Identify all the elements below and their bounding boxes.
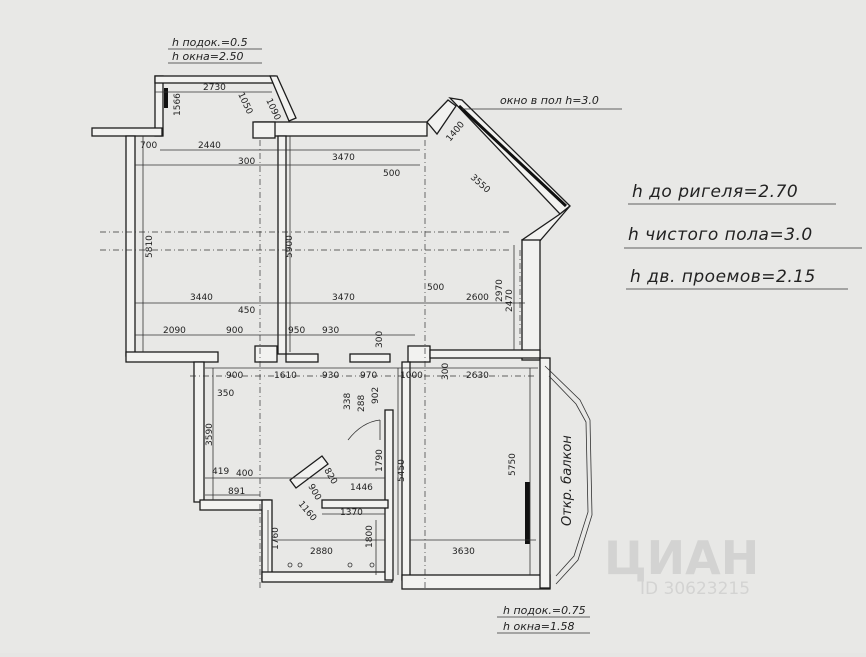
wall	[193, 361, 205, 503]
wall	[321, 499, 389, 509]
dimension-label: 5900	[285, 235, 295, 258]
wall	[426, 99, 457, 136]
dimension-label: 891	[228, 487, 245, 497]
wall	[384, 409, 394, 581]
dimension-label: 2600	[466, 293, 489, 303]
dimension-label: 900	[226, 326, 243, 336]
balcony-label: Откр. балкон	[560, 435, 575, 526]
wall	[401, 574, 551, 590]
dimension-label: 950	[288, 326, 305, 336]
dimension-label: 1370	[340, 508, 363, 518]
fixtures	[287, 562, 375, 568]
wall	[261, 571, 393, 583]
top-annotation: h подок.=0.5 h окна=2.50	[168, 36, 262, 64]
dimension-label: 1800	[365, 525, 375, 548]
door-height-note: h дв. проемов=2.15	[630, 267, 816, 287]
walls	[91, 75, 571, 590]
dimension-label: 500	[427, 283, 444, 293]
dimension-label: 2630	[466, 371, 489, 381]
dimension-label: 2970	[495, 279, 505, 302]
dimension-label: 2730	[203, 83, 226, 93]
dimension-label: 1760	[271, 527, 281, 550]
wall	[254, 345, 278, 363]
watermark-id: ID 30623215	[640, 579, 750, 599]
balcony-outline	[544, 365, 593, 585]
dimension-label: 2880	[310, 547, 333, 557]
dimension-label: 2470	[505, 289, 515, 312]
wall	[521, 239, 541, 361]
dimension-label: 3590	[205, 423, 215, 446]
wall	[349, 353, 391, 363]
window-height-label: h окна=1.58	[503, 620, 574, 633]
dimension-label: 338	[343, 393, 353, 410]
wall	[154, 75, 164, 137]
floor-height-note: h чистого пола=3.0	[628, 225, 813, 245]
wall	[277, 135, 287, 355]
bottom-annotation: h подок.=0.75 h окна=1.58	[497, 604, 590, 634]
sill-height-label: h подок.=0.5	[172, 36, 248, 49]
dimension-label: 450	[238, 306, 255, 316]
watermark: ЦИАН ID 30623215	[604, 531, 759, 599]
wall	[125, 351, 219, 363]
dimension-label: 3470	[332, 293, 355, 303]
watermark-brand: ЦИАН	[604, 531, 759, 585]
floor-window-label: окно в пол h=3.0	[500, 94, 599, 107]
dimension-label: 700	[140, 141, 157, 151]
dimension-label: 350	[217, 389, 234, 399]
dimension-label: 5810	[145, 235, 155, 258]
dimension-label: 970	[360, 371, 377, 381]
dimension-label: 5450	[397, 459, 407, 482]
dimension-label: 1446	[350, 483, 373, 493]
dimension-label: 3630	[452, 547, 475, 557]
dimension-label: 930	[322, 326, 339, 336]
dimension-label: 1000	[400, 371, 423, 381]
wall	[154, 75, 276, 84]
dimension-label: 3470	[332, 153, 355, 163]
dimension-label: 2440	[198, 141, 221, 151]
dimension-label: 400	[236, 469, 253, 479]
wall	[125, 135, 136, 357]
dimension-label: 5750	[508, 453, 518, 476]
wall	[285, 353, 319, 363]
balcony-outline-inner	[548, 375, 589, 577]
door-swing	[347, 419, 381, 441]
dimension-label: 930	[322, 371, 339, 381]
dimension-label: 288	[357, 395, 367, 412]
dimension-label: 1790	[375, 449, 385, 472]
dimension-label: 1566	[173, 93, 183, 116]
dimension-label: 500	[383, 169, 400, 179]
wall	[429, 349, 541, 359]
wall	[289, 455, 329, 489]
dimension-labels: 2730 1566 1050 1090 1400 700 2440 300 34…	[140, 83, 518, 557]
wall	[269, 75, 297, 122]
wall	[199, 499, 271, 511]
wall	[539, 357, 551, 589]
dimension-label: 419	[212, 467, 229, 477]
window	[164, 88, 168, 108]
dimension-label: 300	[441, 363, 451, 380]
dimension-label: 300	[375, 331, 385, 348]
wall	[252, 121, 276, 139]
dimension-label: 2090	[163, 326, 186, 336]
height-notes: h до ригеля=2.70 h чистого пола=3.0 h дв…	[624, 182, 862, 290]
windows	[164, 88, 568, 544]
sill-height-label: h подок.=0.75	[503, 604, 586, 617]
wall	[91, 127, 163, 137]
dimension-lines	[100, 91, 538, 590]
dimension-label: 1610	[274, 371, 297, 381]
beam-height-note: h до ригеля=2.70	[632, 182, 798, 202]
dimension-label: 900	[226, 371, 243, 381]
window	[525, 482, 530, 544]
dimension-label: 300	[238, 157, 255, 167]
window-note: окно в пол h=3.0	[462, 94, 622, 110]
wall	[254, 121, 428, 137]
dimension-label: 3440	[190, 293, 213, 303]
window-height-label: h окна=2.50	[172, 50, 243, 63]
window	[457, 104, 568, 208]
dimension-label: 902	[371, 387, 381, 404]
wall	[407, 345, 431, 363]
